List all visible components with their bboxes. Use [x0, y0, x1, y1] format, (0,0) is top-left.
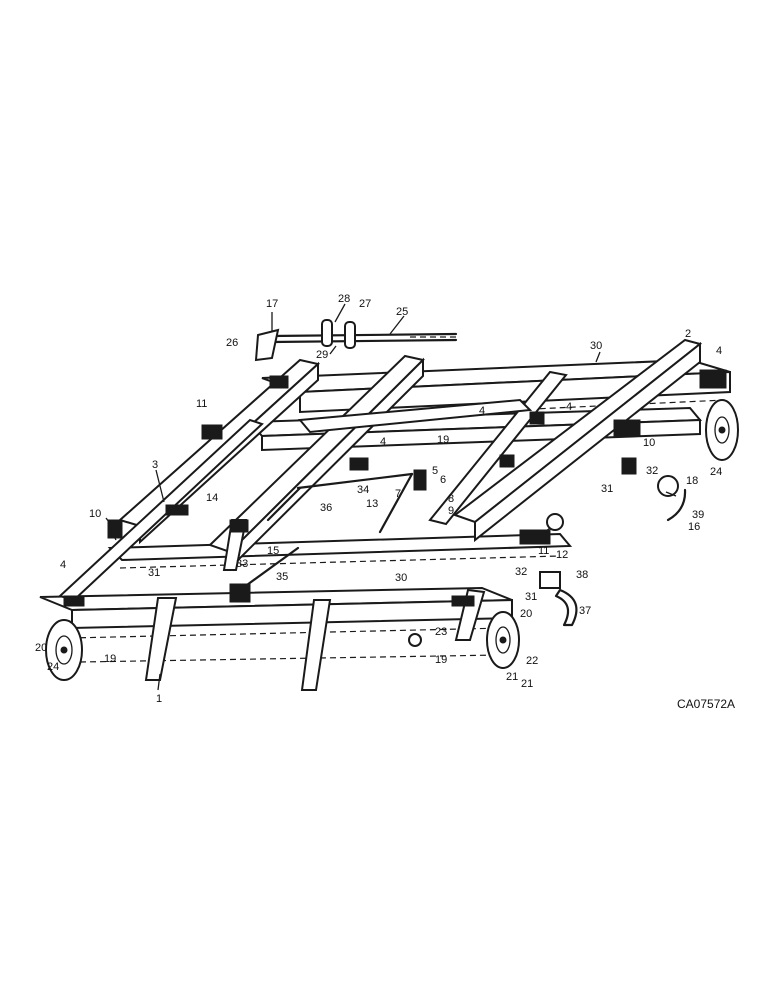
callout-26: 26 — [226, 337, 238, 349]
callout-13: 13 — [366, 498, 378, 510]
callout-12: 12 — [556, 549, 568, 561]
callout-25: 25 — [396, 306, 408, 318]
longitudinal-beams — [58, 338, 703, 602]
callout-4: 4 — [60, 559, 66, 571]
callout-4: 4 — [566, 401, 572, 413]
callout-33: 33 — [236, 558, 248, 570]
callout-8: 8 — [448, 493, 454, 505]
callout-39: 39 — [692, 509, 704, 521]
callout-20: 20 — [520, 608, 532, 620]
callout-4: 4 — [716, 345, 722, 357]
leader-lines — [105, 303, 677, 691]
callout-11: 11 — [196, 398, 207, 410]
gauge-wheel-front-left — [45, 619, 83, 681]
callout-31: 31 — [525, 591, 537, 603]
callout-4: 4 — [380, 436, 386, 448]
callout-7: 7 — [395, 488, 401, 500]
callout-4: 4 — [479, 405, 485, 417]
callout-31: 31 — [601, 483, 613, 495]
sweep-shovel — [539, 488, 687, 627]
callout-18: 18 — [686, 475, 698, 487]
linkage-rods — [238, 472, 414, 592]
callout-38: 38 — [576, 569, 588, 581]
callout-1: 1 — [156, 693, 162, 705]
callout-2: 2 — [685, 328, 691, 340]
callout-29: 29 — [316, 349, 328, 361]
callout-24: 24 — [710, 466, 722, 478]
front-frame-rail — [39, 586, 513, 663]
callout-3: 3 — [152, 459, 158, 471]
callout-14: 14 — [206, 492, 218, 504]
callout-23: 23 — [435, 626, 447, 638]
callout-24: 24 — [47, 661, 59, 673]
shank-legs — [144, 519, 486, 691]
callout-labels: 1 2 3 4 4 4 4 4 5 6 7 8 9 10 10 11 11 12… — [35, 293, 722, 705]
gauge-wheel-rear-right — [705, 399, 739, 461]
callout-10: 10 — [643, 437, 655, 449]
callout-37: 37 — [579, 605, 591, 617]
callout-36: 36 — [320, 502, 332, 514]
callout-5: 5 — [432, 465, 438, 477]
callout-20: 20 — [35, 642, 47, 654]
callout-11: 11 — [538, 545, 549, 557]
callout-32: 32 — [515, 566, 527, 578]
callout-21: 21 — [506, 671, 518, 683]
callout-9: 9 — [448, 505, 454, 517]
callout-32: 32 — [646, 465, 658, 477]
callout-21: 21 — [521, 678, 533, 690]
callout-28: 28 — [338, 293, 350, 305]
drawing-code: CA07572A — [677, 697, 735, 711]
callout-19: 19 — [435, 654, 447, 666]
gauge-wheel-front-right — [486, 611, 520, 669]
callout-30: 30 — [590, 340, 602, 352]
callout-16: 16 — [688, 521, 700, 533]
callout-19: 19 — [104, 653, 116, 665]
callout-17: 17 — [266, 298, 278, 310]
hitch-drawbar — [254, 319, 458, 362]
callout-19: 19 — [437, 434, 449, 446]
callout-31: 31 — [148, 567, 160, 579]
callout-30: 30 — [395, 572, 407, 584]
callout-10: 10 — [89, 508, 101, 520]
callout-34: 34 — [357, 484, 369, 496]
callout-15: 15 — [267, 545, 279, 557]
callout-22: 22 — [526, 655, 538, 667]
callout-35: 35 — [276, 571, 288, 583]
callout-27: 27 — [359, 298, 371, 310]
callout-6: 6 — [440, 474, 446, 486]
